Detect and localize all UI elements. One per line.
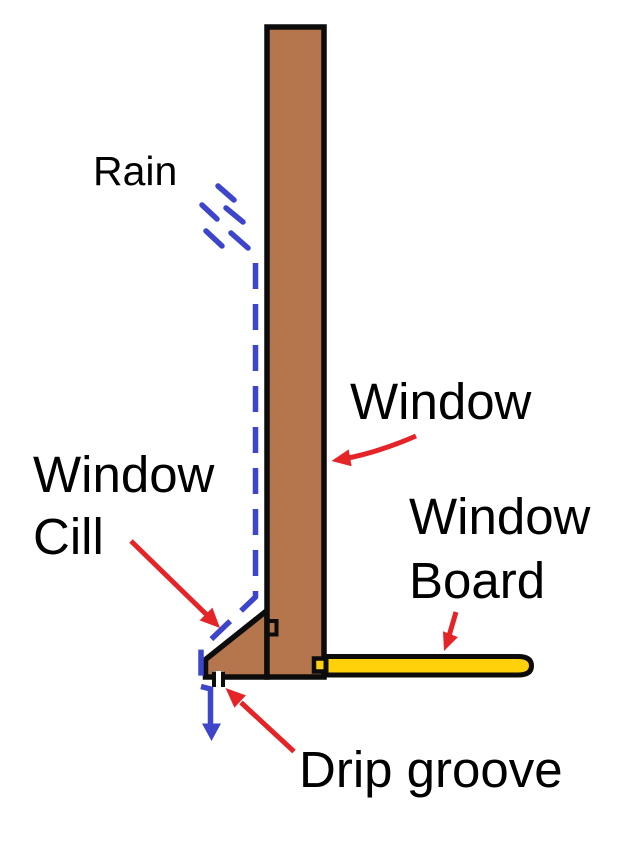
rain-dash [215,183,237,203]
window-arrowhead [331,449,352,467]
rain-dash [223,205,246,225]
window-cill-arrow [129,539,220,628]
drip-groove-label: Drip groove [299,741,563,798]
drip-groove-arrowhead [225,688,246,708]
drip-groove-arrow [225,688,296,754]
window-board-arrow [443,611,459,651]
window-board-label: Window Board [409,485,590,613]
window-arrow-shaft [342,433,417,462]
rain-dash [199,202,220,222]
window-cill-label: Window Cill [33,444,214,568]
window-cill-label-line1: Window [33,446,215,503]
rain-dash [203,228,225,249]
window-board-label-line2: Board [409,552,546,609]
rain-label: Rain [93,148,178,194]
window-cill-label-line2: Cill [33,508,104,565]
window-board-arrow-shaft [446,611,459,637]
rain-drip-arrowhead [202,723,221,741]
window-cill-arrowhead [199,607,220,628]
window-board-shape [323,654,535,678]
drip-groove-arrow-shaft [239,700,296,754]
drip-groove-notch [212,671,225,687]
window-board-arrowhead [443,631,458,651]
window-board-label-line1: Window [409,488,591,545]
window-cill-arrow-shaft [129,539,210,618]
rain-dash [228,230,251,251]
rain-dashes [199,183,251,251]
window-label: Window [350,373,532,430]
cill-frame-tongue-joint [268,619,279,637]
window-frame-shape [264,24,327,680]
rain-drip-arrow-shaft [200,683,214,725]
rain-water-path [198,263,259,687]
window-arrow [331,433,417,467]
